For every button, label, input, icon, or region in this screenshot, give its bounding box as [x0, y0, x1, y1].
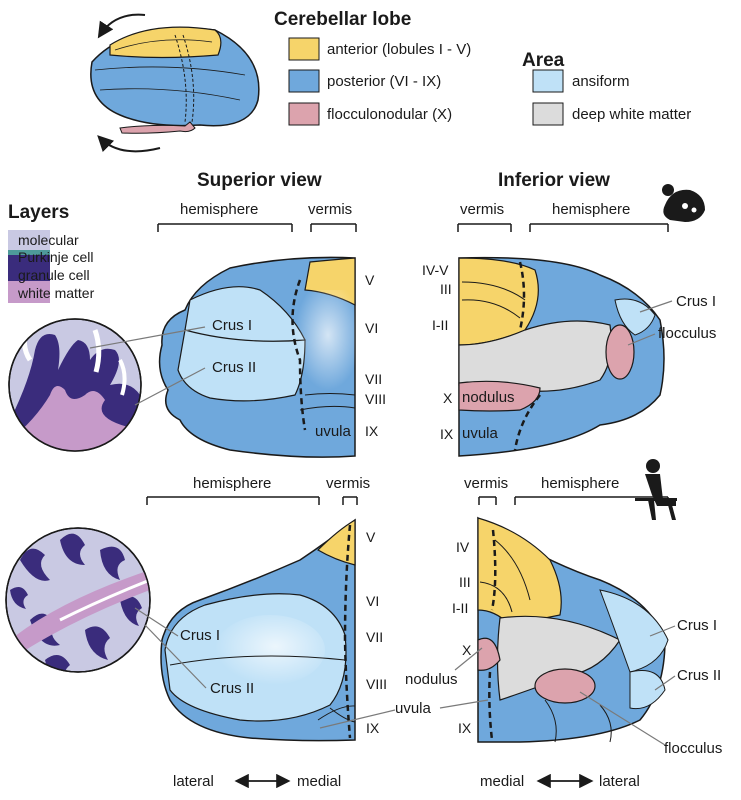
- hs-numeral-V: V: [366, 529, 376, 545]
- legend-swatch-anterior: [288, 37, 320, 61]
- hi-vermis-label: vermis: [464, 475, 508, 492]
- ms-numeral-V: V: [365, 272, 375, 288]
- hi-numeral-IX: IX: [458, 720, 472, 736]
- mi-numeral-III: III: [440, 281, 452, 297]
- hi-flocculus-label: flocculus: [664, 740, 722, 757]
- axis-left-lateral: lateral: [173, 773, 214, 790]
- legend-label-ansiform: ansiform: [572, 73, 630, 90]
- hi-crus2-label: Crus II: [677, 667, 721, 684]
- legend-swatch-deep-white-matter: [532, 102, 564, 126]
- mi-nodulus-label: nodulus: [462, 389, 515, 406]
- hi-numeral-IV: IV: [456, 539, 470, 555]
- human-inferior-view: vermis hemisphere IV III I-II X IX nodul…: [319, 459, 722, 757]
- hs-crus1-label: Crus I: [180, 627, 220, 644]
- header-inferior-view: Inferior view: [498, 170, 610, 191]
- layer-label-granule: granule cell: [18, 267, 90, 283]
- bracket-hemisphere: [157, 223, 293, 232]
- mi-crus1-label: Crus I: [676, 293, 716, 310]
- hi-numeral-III: III: [459, 574, 471, 590]
- layer-schematic-circle: [8, 318, 142, 452]
- mi-numeral-IV-V: IV-V: [422, 262, 449, 278]
- legend-label-deep-white-matter: deep white matter: [572, 106, 691, 123]
- axis-right-lateral: lateral: [599, 773, 640, 790]
- legend-lobe-title: Cerebellar lobe: [274, 9, 411, 30]
- bracket-vermis: [310, 223, 357, 232]
- hi-hemisphere-label: hemisphere: [541, 475, 619, 492]
- layer-label-white-matter: white matter: [17, 285, 95, 301]
- legend-swatch-ansiform: [532, 69, 564, 93]
- layer-label-purkinje: Purkinje cell: [18, 249, 93, 265]
- histology-circle: [5, 527, 151, 673]
- layer-swatch-white-matter: [8, 281, 50, 303]
- ms-hemisphere-label: hemisphere: [180, 201, 258, 218]
- mi-uvula-label: uvula: [462, 425, 499, 442]
- ms-numeral-VIII: VIII: [365, 391, 386, 407]
- hs-numeral-IX: IX: [366, 720, 380, 736]
- hs-numeral-VIII: VIII: [366, 676, 387, 692]
- cerebellum-3d-icon: [90, 13, 260, 153]
- hi-crus1-label: Crus I: [677, 617, 717, 634]
- hs-vermis-label: vermis: [326, 475, 370, 492]
- layers-title: Layers: [8, 202, 69, 223]
- layer-swatch-granule: [8, 255, 50, 281]
- mi-vermis-label: vermis: [460, 201, 504, 218]
- legend-swatch-flocculonodular: [288, 102, 320, 126]
- header-superior-view: Superior view: [197, 170, 322, 191]
- mouse-icon: [662, 184, 705, 222]
- hi-numeral-X: X: [462, 642, 472, 658]
- mi-hemisphere-label: hemisphere: [552, 201, 630, 218]
- bottom-axis-left: lateral medial: [173, 773, 341, 790]
- mi-numeral-IX: IX: [440, 426, 454, 442]
- legend-label-posterior: posterior (VI - IX): [327, 73, 441, 90]
- hs-numeral-VII: VII: [366, 629, 383, 645]
- ms-crus1-label: Crus I: [212, 317, 252, 334]
- hs-crus2-label: Crus II: [210, 680, 254, 697]
- mi-flocculus-label: flocculus: [658, 325, 716, 342]
- human-superior-view: hemisphere vermis Crus I Crus II V VI VI…: [134, 475, 387, 742]
- mouse-inferior-view: vermis hemisphere IV-V III I-II X IX nod…: [422, 184, 716, 457]
- layer-swatch-molecular: [8, 230, 50, 250]
- ms-vermis-label: vermis: [308, 201, 352, 218]
- ms-numeral-IX: IX: [365, 423, 379, 439]
- legend-swatch-posterior: [288, 69, 320, 93]
- ms-crus2-label: Crus II: [212, 359, 256, 376]
- axis-left-medial: medial: [297, 773, 341, 790]
- hs-uvula-label: uvula: [395, 700, 432, 717]
- legend-area-title: Area: [522, 50, 565, 71]
- legend-label-flocculonodular: flocculonodular (X): [327, 106, 452, 123]
- mi-numeral-I-II: I-II: [432, 317, 448, 333]
- ms-numeral-VII: VII: [365, 371, 382, 387]
- legend-label-anterior: anterior (lobules I - V): [327, 41, 471, 58]
- hs-hemisphere-label: hemisphere: [193, 475, 271, 492]
- layer-swatch-purkinje: [8, 250, 50, 255]
- hs-numeral-VI: VI: [366, 593, 379, 609]
- axis-right-medial: medial: [480, 773, 524, 790]
- mi-numeral-X: X: [443, 390, 453, 406]
- bottom-axis-right: medial lateral: [480, 773, 640, 790]
- ms-uvula-label: uvula: [315, 423, 352, 440]
- person-sitting-icon: [635, 459, 677, 520]
- mouse-superior-view: hemisphere vermis Crus I Crus II uvula V…: [89, 201, 386, 458]
- ms-numeral-VI: VI: [365, 320, 378, 336]
- hi-numeral-I-II: I-II: [452, 600, 468, 616]
- hi-nodulus-label: nodulus: [405, 671, 458, 688]
- layer-label-molecular: molecular: [18, 232, 79, 248]
